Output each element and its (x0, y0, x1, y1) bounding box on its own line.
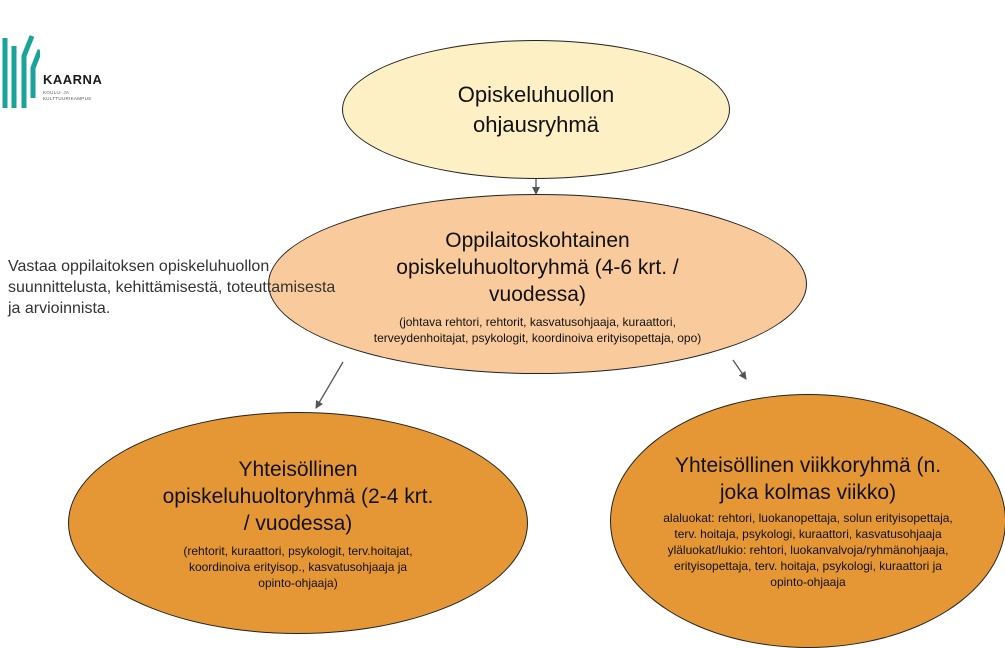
node-institution-members: (johtava rehtori, rehtorit, kasvatusohja… (373, 314, 702, 345)
logo-name: KAARNA (43, 72, 103, 87)
node-weekly-group: Yhteisöllinen viikkoryhmä (n. joka kolma… (610, 394, 1005, 648)
node-steering-group: Opiskeluhuollon ohjausryhmä (342, 40, 730, 179)
logo-subtitle-2: KULTTUURIKAMPUS (43, 96, 92, 101)
node-weekly-members: alaluokat: rehtori, luokanopettaja, solu… (663, 511, 953, 589)
node-communal-title: Yhteisöllinen opiskeluhuoltoryhmä (2-4 k… (162, 457, 434, 535)
node-communal-members: (rehtorit, kuraattori, psykologit, terv.… (183, 543, 413, 590)
side-note: Vastaa oppilaitoksen opiskeluhuollon suu… (8, 258, 336, 317)
arrow-institution-to-weekly (732, 359, 747, 380)
kaarna-logo: KAARNA KOULU- JA KULTTUURIKAMPUS (0, 28, 120, 110)
node-steering-title: Opiskeluhuollon ohjausryhmä (457, 81, 615, 137)
node-weekly-title: Yhteisöllinen viikkoryhmä (n. joka kolma… (674, 454, 942, 504)
logo-subtitle-1: KOULU- JA (43, 90, 70, 95)
arrow-institution-to-communal (315, 361, 344, 409)
node-institution-title: Oppilaitoskohtainen opiskeluhuoltoryhmä … (396, 228, 679, 306)
kaarna-logo-icon (2, 35, 40, 108)
node-institution-group: Oppilaitoskohtainen opiskeluhuoltoryhmä … (268, 194, 807, 374)
node-communal-group: Yhteisöllinen opiskeluhuoltoryhmä (2-4 k… (68, 412, 528, 634)
